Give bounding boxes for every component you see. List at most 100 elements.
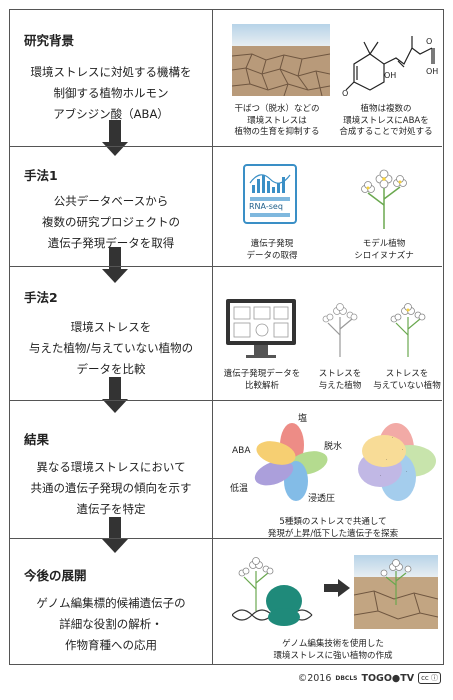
caption-line: 遺伝子発現 [250, 239, 294, 249]
section-results: 結果 異なる環境ストレスにおいて 共通の遺伝子発現の傾向を示す 遺伝子を特定 A… [10, 400, 444, 553]
svg-text:·: · [380, 473, 381, 478]
text-line: 複数の研究プロジェクトの [42, 215, 180, 229]
comparison-caption: 遺伝子発現データを 比較解析 [218, 369, 306, 392]
aba-structure-diagram: OH O O OH [342, 36, 438, 96]
text-line: 環境ストレスを [70, 320, 152, 334]
section-title: 手法2 [24, 290, 58, 305]
rna-seq-badge: RNA-seq [248, 202, 284, 211]
unstressed-plant-icon [390, 303, 426, 357]
section-method2: 手法2 環境ストレスを 与えた植物/与えていない植物の データを比較 遺伝子発現… [10, 266, 442, 413]
copyright-text: ©2016 [297, 672, 332, 684]
text-line: 公共データベースから [53, 194, 169, 208]
stressed-plant-caption: ストレスを 与えた植物 [308, 369, 372, 392]
down-arrow-icon [102, 377, 128, 413]
venn-label-aba: ABA [232, 446, 251, 456]
section-title: 手法1 [24, 168, 58, 183]
tv-text: TV [400, 672, 415, 684]
caption-line: 植物の生育を抑制する [234, 127, 320, 137]
aba-o-label: O [426, 37, 432, 46]
caption-line: 遺伝子発現データを [223, 369, 301, 379]
five-stress-venn-diagram: ABA 塩 脱水 低温 浸透圧 [230, 412, 342, 503]
text-line: データを比較 [76, 362, 146, 376]
down-arrow-icon [102, 247, 128, 283]
text-line: 共通の遺伝子発現の傾向を示す [30, 481, 192, 495]
resistant-plant-desert-image [354, 555, 438, 629]
caption-line: 干ばつ（脱水）などの [234, 104, 320, 114]
text-line: 遺伝子を特定 [76, 502, 146, 516]
right-arrow-icon [324, 579, 350, 597]
section-background: 研究背景 環境ストレスに対処する機構を 制御する植物ホルモン アブシジン酸（AB… [10, 10, 444, 156]
dbcls-logo: DBCLS [335, 674, 358, 682]
caption-line: ストレスを [318, 369, 362, 379]
section-title: 結果 [24, 432, 50, 447]
caption-line: 植物は複数の [360, 104, 412, 114]
aba-oh-label: OH [426, 67, 438, 76]
caption-line: 5種類のストレスで共通して [279, 517, 387, 527]
venn-label-salt: 塩 [298, 412, 307, 424]
venn-caption: 5種類のストレスで共通して 発現が上昇/低下した遺伝子を探索 [222, 517, 444, 540]
footer-credit: ©2016 DBCLS TOGO●TV cc ⓘ [298, 672, 441, 684]
text-line: 異なる環境ストレスにおいて [36, 460, 186, 474]
venn-label-dehydration: 脱水 [324, 440, 342, 452]
detailed-venn-diagram: · · · · · [358, 423, 436, 501]
caption-line: 発現が上昇/低下した遺伝子を探索 [267, 528, 399, 539]
section-future: 今後の展開 ゲノム編集標的候補遺伝子の 詳細な役割の解析・ 作物育種への応用 [10, 538, 442, 665]
column-divider [212, 147, 213, 267]
svg-text:·: · [406, 469, 407, 474]
caption-line: 比較解析 [244, 380, 279, 391]
caption-line: データの取得 [246, 250, 298, 261]
computer-monitor-icon [226, 299, 296, 358]
drought-caption: 干ばつ（脱水）などの 環境ストレスは 植物の生育を抑制する [222, 104, 332, 139]
text-line: ゲノム編集標的候補遺伝子の [36, 596, 186, 610]
model-plant-caption: モデル植物 シロイヌナズナ [334, 239, 434, 262]
drought-cracked-soil-image [232, 24, 330, 96]
text-line: 詳細な役割の解析・ [59, 617, 163, 631]
caption-line: 与えていない植物 [373, 380, 441, 391]
section-title: 今後の展開 [24, 568, 87, 583]
expression-data-caption: 遺伝子発現 データの取得 [226, 239, 318, 262]
section-text: 環境ストレスに対処する機構を 制御する植物ホルモン アブシジン酸（ABA） [10, 62, 212, 125]
section-text: ゲノム編集標的候補遺伝子の 詳細な役割の解析・ 作物育種への応用 [10, 593, 212, 656]
section-title: 研究背景 [24, 33, 75, 48]
text-line: 作物育種への応用 [65, 638, 157, 652]
column-divider [212, 10, 213, 146]
venn-cold [254, 460, 294, 486]
circle-dot-icon: ● [391, 672, 401, 684]
caption-line: 合成することで対処する [339, 127, 433, 137]
caption-line: 環境ストレスは [247, 115, 307, 126]
arabidopsis-flower-icon [361, 169, 407, 229]
text-line: 遺伝子発現データを取得 [47, 236, 175, 250]
caption-line: モデル植物 [362, 239, 406, 249]
venn-label-osmotic: 浸透圧 [308, 493, 335, 503]
caption-line: 与えた植物 [318, 380, 362, 391]
column-divider [212, 539, 213, 665]
column-divider [212, 401, 213, 539]
venn-label-cold: 低温 [230, 482, 248, 494]
svg-text:·: · [402, 447, 403, 452]
section-text: 異なる環境ストレスにおいて 共通の遺伝子発現の傾向を示す 遺伝子を特定 [10, 457, 212, 520]
aba-caption: 植物は複数の 環境ストレスにABAを 合成することで対処する [328, 104, 444, 139]
down-arrow-icon [102, 120, 128, 156]
svg-text:·: · [386, 457, 387, 462]
section-method1: 手法1 公共データベースから 複数の研究プロジェクトの 遺伝子発現データを取得 … [10, 146, 442, 283]
future-caption: ゲノム編集技術を使用した 環境ストレスに強い植物の作成 [222, 639, 444, 662]
down-arrow-icon [102, 517, 128, 553]
stressed-plant-icon [322, 303, 358, 357]
text-line: アブシジン酸（ABA） [53, 107, 169, 121]
togo-text: TOGO [361, 672, 392, 684]
caption-line: ゲノム編集技術を使用した [282, 639, 384, 649]
creative-commons-icon: cc ⓘ [418, 672, 441, 684]
text-line: 制御する植物ホルモン [53, 86, 169, 100]
caption-line: 環境ストレスに強い植物の作成 [273, 650, 393, 661]
caption-line: 環境ストレスにABAを [343, 115, 429, 126]
caption-line: シロイヌナズナ [354, 250, 414, 261]
togo-logo: TOGO●TV [361, 673, 414, 684]
column-divider [212, 267, 213, 401]
section-text: 環境ストレスを 与えた植物/与えていない植物の データを比較 [10, 317, 212, 380]
figure-frame: 研究背景 環境ストレスに対処する機構を 制御する植物ホルモン アブシジン酸（AB… [9, 9, 444, 665]
svg-text:·: · [392, 435, 393, 440]
aba-o-label: O [342, 89, 348, 96]
rna-seq-document-icon [243, 164, 297, 224]
text-line: 環境ストレスに対処する機構を [30, 65, 192, 79]
section-text: 公共データベースから 複数の研究プロジェクトの 遺伝子発現データを取得 [10, 191, 212, 254]
